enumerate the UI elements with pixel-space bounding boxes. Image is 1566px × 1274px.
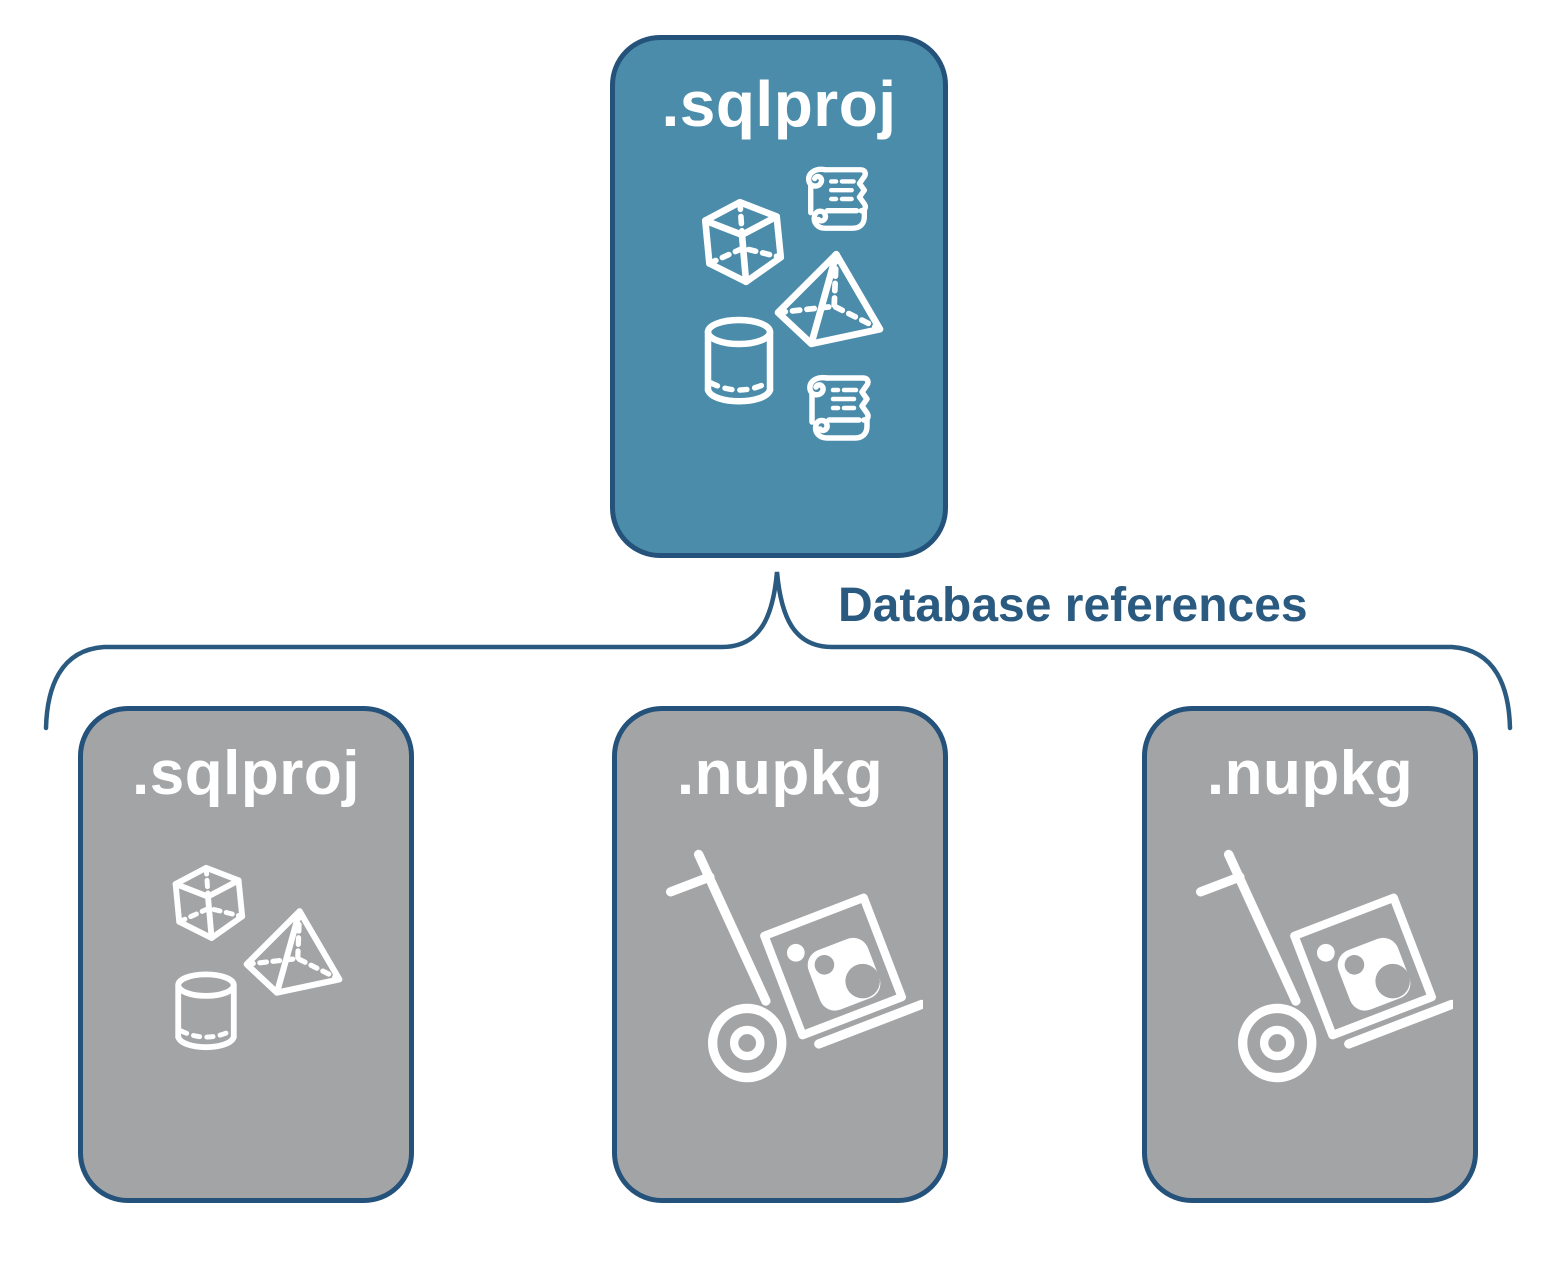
pyramid-icon <box>771 246 887 350</box>
child-card-nupkg-1: .nupkg <box>612 706 948 1203</box>
child-card-title: .sqlproj <box>132 739 360 808</box>
connector-label: Database references <box>838 579 1308 632</box>
scroll-icon <box>798 160 880 238</box>
child-card-title: .nupkg <box>676 739 884 808</box>
cylinder-icon <box>697 314 781 410</box>
root-card-sqlproj: .sqlproj <box>610 35 948 558</box>
pyramid-icon <box>241 903 345 999</box>
child-card-title: .nupkg <box>1206 739 1414 808</box>
nuget-package-handtruck-icon <box>1191 847 1453 1127</box>
child-card-sqlproj: .sqlproj <box>78 706 414 1203</box>
scroll-icon <box>799 368 883 448</box>
cube-icon <box>163 857 253 947</box>
cylinder-icon <box>169 969 243 1055</box>
child-card-nupkg-2: .nupkg <box>1142 706 1478 1203</box>
nuget-package-handtruck-icon <box>661 847 923 1127</box>
root-card-title: .sqlproj <box>661 68 897 140</box>
